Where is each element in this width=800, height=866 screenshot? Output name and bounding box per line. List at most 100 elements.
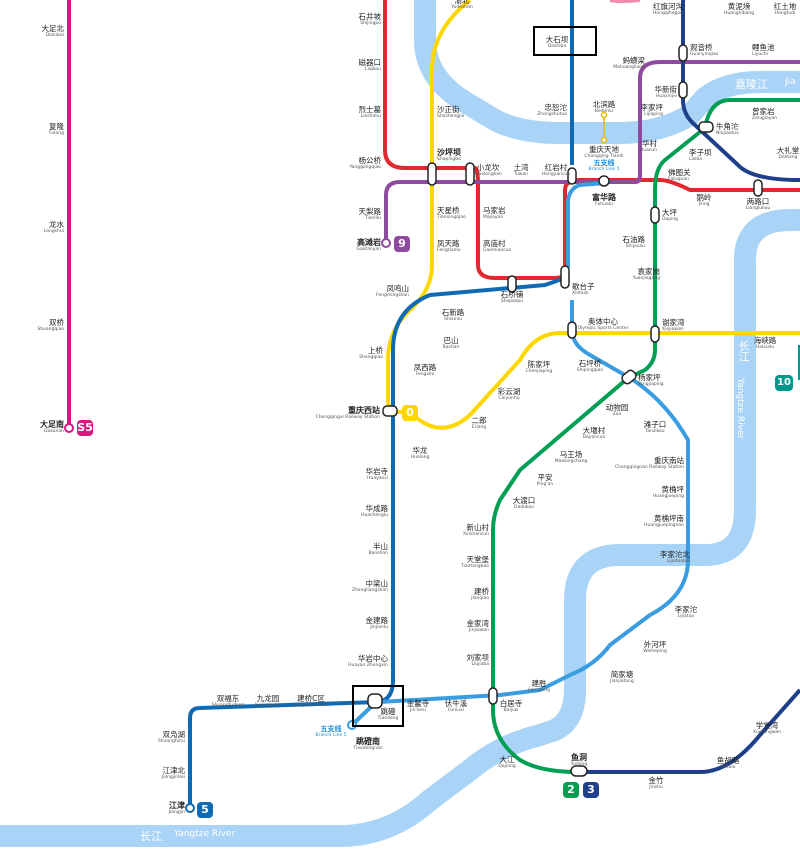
line-badge-0[interactable]: 0	[402, 405, 418, 421]
line-badge-5[interactable]: 5	[197, 802, 213, 818]
line-badge-9[interactable]: 9	[394, 236, 410, 252]
line-badge-2[interactable]: 2	[563, 782, 579, 798]
line-badge-s5[interactable]: S5	[77, 420, 93, 436]
line-badge-10[interactable]: 10	[775, 375, 793, 391]
line-badge-3[interactable]: 3	[583, 782, 599, 798]
